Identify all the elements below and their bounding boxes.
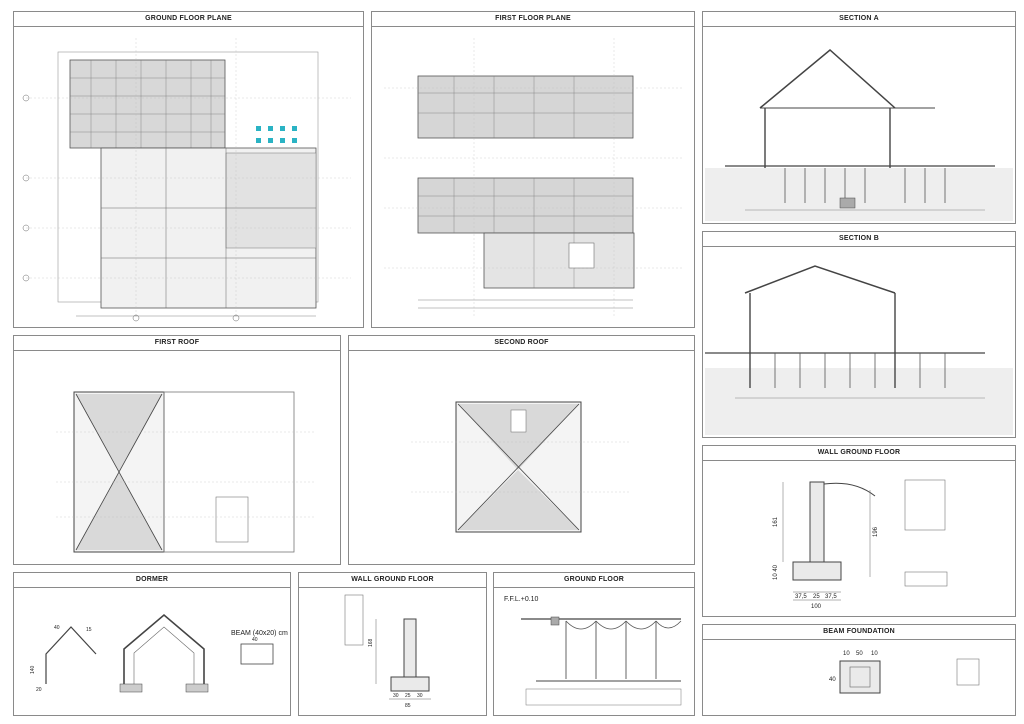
- wall-dim-h1: 161: [773, 516, 779, 527]
- panel-title: FIRST ROOF: [14, 336, 340, 351]
- beam-foundation-panel: BEAM FOUNDATION 10 50 10 40: [702, 624, 1016, 716]
- wall-dim-w2: 25: [813, 594, 820, 600]
- beam-label: BEAM (40x20) cm: [231, 630, 288, 637]
- wall-bottom-dim-b: 25: [405, 693, 411, 699]
- panel-title: SECTION B: [703, 232, 1015, 247]
- beam-foundation-drawing: 10 50 10 40: [705, 641, 1013, 713]
- dormer-drawing: BEAM (40x20) cm 40 40 15 140 20: [16, 589, 288, 713]
- wall-bottom-dim-total: 85: [405, 703, 411, 709]
- dormer-dim-a: 40: [54, 625, 60, 631]
- first-roof-drawing: [16, 352, 338, 562]
- panel-title: WALL GROUND FLOOR: [703, 446, 1015, 461]
- panel-title: WALL GROUND FLOOR: [299, 573, 486, 588]
- wall-dim-h2: 10 40: [773, 564, 779, 580]
- wall-dim-total: 100: [811, 604, 822, 610]
- ffl-label: F.F.L.+0.10: [504, 596, 539, 603]
- dormer-dim-c: 140: [30, 665, 36, 674]
- first-floor-plane-panel: FIRST FLOOR PLANE: [371, 11, 695, 328]
- wall-ground-floor-bottom-drawing: 168 30 25 30 85: [301, 589, 484, 713]
- wall-bottom-dim-h: 168: [368, 638, 374, 647]
- panel-title: BEAM FOUNDATION: [703, 625, 1015, 640]
- ground-floor-detail-panel: GROUND FLOOR F.F.L.+0.10: [493, 572, 695, 716]
- foundation-dim-a: 10: [843, 651, 850, 657]
- panel-title: FIRST FLOOR PLANE: [372, 12, 694, 27]
- panel-title: GROUND FLOOR: [494, 573, 694, 588]
- foundation-dim-b: 50: [856, 651, 863, 657]
- second-roof-drawing: [351, 352, 692, 562]
- wall-bottom-dim-c: 30: [417, 693, 423, 699]
- wall-ground-floor-right-drawing: 161 10 40 196 37,5 25 37,5 100: [705, 462, 1013, 614]
- foundation-dim-h: 40: [829, 677, 836, 683]
- wall-bottom-dim-a: 30: [393, 693, 399, 699]
- wall-dim-w3: 37,5: [825, 594, 837, 600]
- panel-title: SECOND ROOF: [349, 336, 694, 351]
- wall-ground-floor-bottom-panel: WALL GROUND FLOOR 168 30 25 30 85: [298, 572, 487, 716]
- dormer-dim-d: 20: [36, 687, 42, 693]
- first-roof-panel: FIRST ROOF: [13, 335, 341, 565]
- ground-floor-plane-panel: GROUND FLOOR PLANE: [13, 11, 364, 328]
- section-b-panel: SECTION B: [702, 231, 1016, 438]
- panel-title: GROUND FLOOR PLANE: [14, 12, 363, 27]
- first-floor-plane-drawing: [374, 28, 692, 325]
- wall-dim-w1: 37,5: [795, 594, 807, 600]
- section-a-panel: SECTION A: [702, 11, 1016, 224]
- second-roof-panel: SECOND ROOF: [348, 335, 695, 565]
- ground-floor-detail-drawing: F.F.L.+0.10: [496, 589, 692, 713]
- section-b-drawing: [705, 248, 1013, 435]
- dormer-dim-b: 15: [86, 627, 92, 633]
- wall-ground-floor-right-panel: WALL GROUND FLOOR 161 10 40 196 37,5 25 …: [702, 445, 1016, 617]
- section-a-drawing: [705, 28, 1013, 221]
- dormer-panel: DORMER BEAM (40x20) cm 40 40 15 140 20: [13, 572, 291, 716]
- beam-box-dim: 40: [252, 637, 258, 643]
- foundation-dim-c: 10: [871, 651, 878, 657]
- wall-dim-side: 196: [873, 526, 879, 537]
- panel-title: SECTION A: [703, 12, 1015, 27]
- ground-floor-plane-drawing: [16, 28, 361, 325]
- panel-title: DORMER: [14, 573, 290, 588]
